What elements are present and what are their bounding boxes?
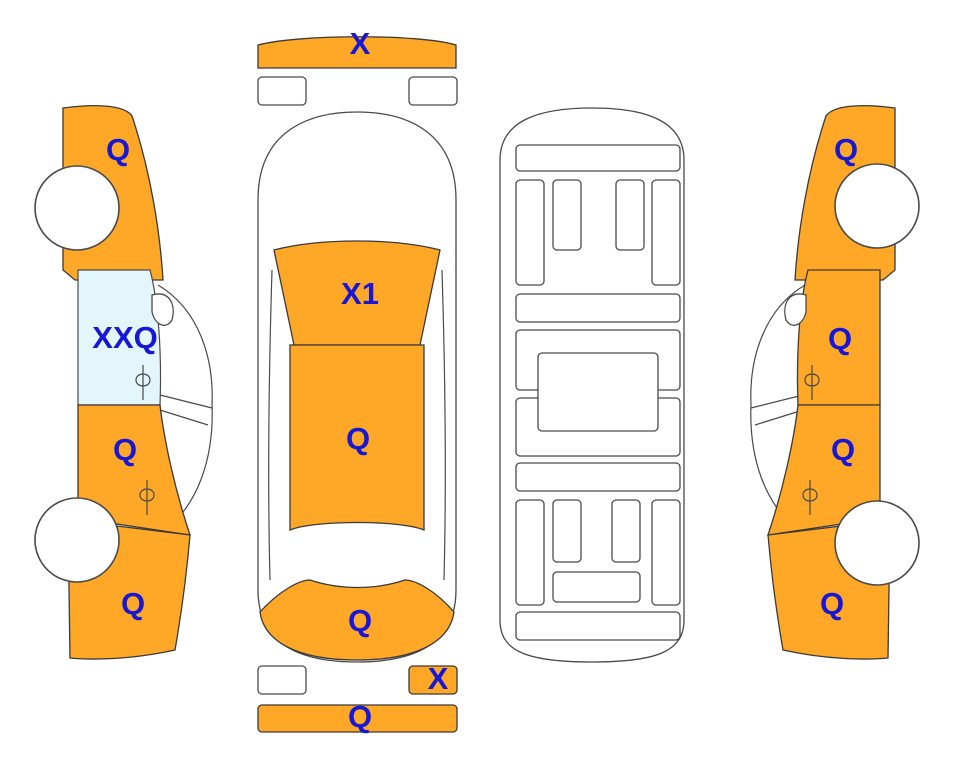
- underbody-view: [499, 107, 685, 663]
- roof-code: Q: [346, 421, 370, 456]
- left-rear-quarter-code: Q: [121, 586, 145, 621]
- underbody-part: [515, 611, 681, 641]
- underbody-part: [515, 179, 545, 286]
- right-rear-quarter-code: Q: [820, 586, 844, 621]
- front-right-headlight: [408, 76, 458, 106]
- underbody-part: [552, 179, 582, 251]
- left-front-door-window-code: XXQ: [92, 320, 157, 355]
- right-front-fender-code: Q: [834, 132, 858, 167]
- underbody-part: [515, 293, 681, 323]
- left-door-hinge-icon: [135, 365, 151, 400]
- left-door-handle-area: [159, 394, 213, 426]
- left-front-tire: [34, 165, 120, 251]
- right-rear-door-code: Q: [831, 432, 855, 467]
- front-bumper-code: X: [350, 26, 371, 61]
- front-bumper-panel[interactable]: [257, 36, 457, 69]
- right-door-handle-area: [750, 394, 804, 426]
- top-view: X X1 Q Q X Q: [257, 26, 458, 734]
- underbody-part: [651, 179, 681, 286]
- left-side-view: Q XXQ Q Q: [34, 104, 213, 660]
- underbody-part: [552, 499, 582, 563]
- right-body-outline: [750, 284, 806, 536]
- left-front-fender-code: Q: [106, 132, 130, 167]
- rear-right-light-code: X: [428, 661, 449, 696]
- underbody-part: [651, 499, 681, 606]
- rear-bumper-code: Q: [348, 699, 372, 734]
- underbody-part: [515, 499, 545, 606]
- rear-left-light: [257, 665, 307, 695]
- left-mirror-icon: [151, 293, 174, 326]
- trunk-code: Q: [348, 603, 372, 638]
- left-door-hinge-2-icon: [139, 480, 155, 515]
- left-rear-tire: [34, 497, 120, 583]
- underbody-part: [615, 179, 645, 251]
- underbody-part: [611, 499, 641, 563]
- left-body-outline: [157, 284, 213, 536]
- right-door-hinge-2-icon: [802, 480, 818, 515]
- left-front-door-code: Q: [113, 432, 137, 467]
- underbody-center-part: [537, 352, 659, 432]
- right-front-door-code: Q: [828, 321, 852, 356]
- right-rear-tire: [834, 500, 920, 586]
- underbody-part: [552, 571, 641, 603]
- roof-panel[interactable]: [289, 344, 425, 531]
- right-front-tire: [834, 163, 920, 249]
- rear-right-light-panel[interactable]: [408, 665, 458, 695]
- trunk-panel[interactable]: [259, 579, 455, 661]
- underbody-part: [515, 462, 681, 492]
- rear-bumper-panel[interactable]: [257, 704, 458, 733]
- right-mirror-icon: [784, 293, 807, 326]
- underbody-part: [515, 144, 681, 172]
- windshield-panel[interactable]: [273, 240, 441, 346]
- front-left-headlight: [257, 76, 307, 106]
- right-door-hinge-icon: [804, 365, 820, 400]
- right-side-view: Q Q Q Q: [750, 104, 920, 660]
- top-inner-lines: [268, 269, 446, 581]
- windshield-code: X1: [341, 276, 379, 311]
